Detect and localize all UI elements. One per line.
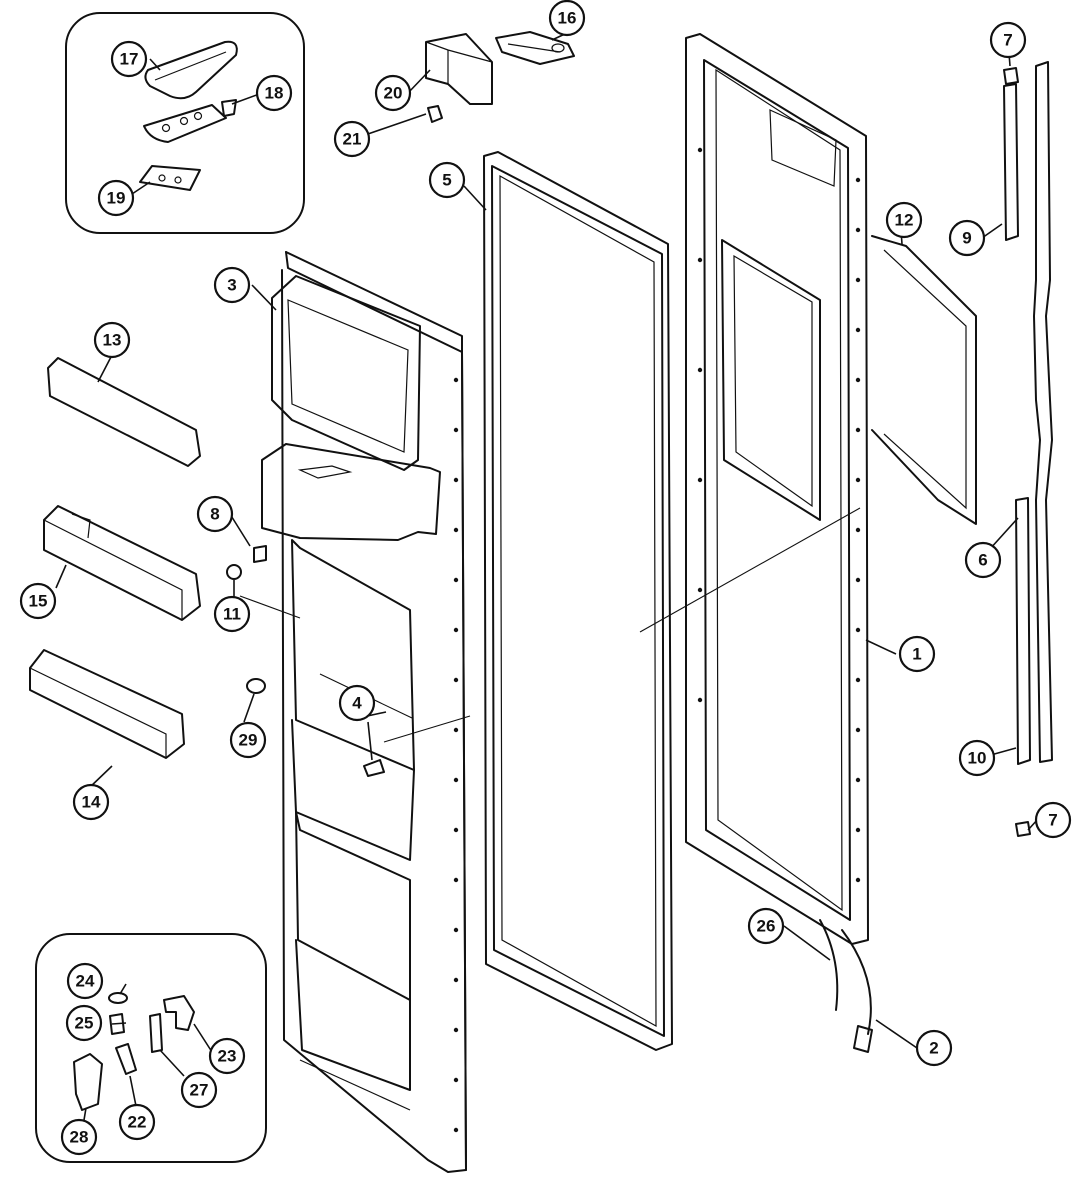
- top-hinge-parts: [425, 31, 575, 123]
- callout-label: 25: [75, 1014, 94, 1033]
- callout-label: 22: [128, 1113, 147, 1132]
- callout-18: 18: [255, 74, 293, 112]
- callout-label: 26: [757, 917, 776, 936]
- callout-label: 5: [442, 171, 451, 190]
- callout-label: 3: [227, 276, 236, 295]
- callout-label: 11: [223, 605, 241, 624]
- callout-26: 26: [747, 907, 785, 945]
- callout-28: 28: [60, 1118, 98, 1156]
- callout-27: 27: [180, 1071, 218, 1109]
- callout-label: 9: [962, 229, 971, 248]
- callout-label: 13: [103, 331, 122, 350]
- callout-label: 15: [29, 592, 48, 611]
- hinge-cover-part: [144, 40, 238, 100]
- callout-2: 2: [915, 1029, 953, 1067]
- callout-24: 24: [66, 962, 104, 1000]
- callout-label: 19: [107, 189, 126, 208]
- callout-29: 29: [229, 721, 267, 759]
- upper-hinge-inset: [65, 12, 305, 234]
- callout-label: 20: [384, 84, 403, 103]
- hinge-shim-part: [139, 165, 201, 191]
- callout-21: 21: [333, 120, 371, 158]
- callout-label: 14: [82, 793, 101, 812]
- callout-14: 14: [72, 783, 110, 821]
- door-liner-part: [261, 251, 467, 1173]
- callout-10: 10: [958, 739, 996, 777]
- callout-16: 16: [548, 0, 586, 37]
- callout-label: 16: [558, 9, 577, 28]
- callout-11: 11: [213, 595, 251, 633]
- callout-label: 1: [912, 645, 921, 664]
- leader-lines: [55, 32, 1039, 1121]
- callout-1: 1: [898, 635, 936, 673]
- callout-13: 13: [93, 321, 131, 359]
- callout-9: 9: [948, 219, 986, 257]
- callout-label: 6: [978, 551, 987, 570]
- upper-hinge-plate-part: [143, 99, 237, 143]
- callout-label: 17: [120, 50, 139, 69]
- callout-7-bottom: 7: [1034, 801, 1072, 839]
- callout-label: 21: [343, 130, 362, 149]
- callout-label: 27: [190, 1081, 209, 1100]
- callout-label: 10: [968, 749, 987, 768]
- fastener-parts: [226, 545, 385, 777]
- callout-17: 17: [110, 40, 148, 78]
- callout-4: 4: [338, 684, 376, 722]
- callout-label: 28: [70, 1128, 89, 1147]
- callout-8: 8: [196, 495, 234, 533]
- callout-label: 7: [1003, 31, 1012, 50]
- callout-19: 19: [97, 179, 135, 217]
- callout-22: 22: [118, 1103, 156, 1141]
- lower-hinge-inset: [35, 933, 267, 1163]
- door-gasket-part: [483, 151, 673, 1051]
- callout-25: 25: [65, 1004, 103, 1042]
- callout-label: 7: [1048, 811, 1057, 830]
- callout-23: 23: [208, 1037, 246, 1075]
- callout-label: 8: [210, 505, 219, 524]
- door-handle-trim-parts: [1003, 61, 1053, 837]
- callout-5: 5: [428, 161, 466, 199]
- dispenser-panel-part: [871, 235, 977, 525]
- callout-label: 12: [895, 211, 914, 230]
- callout-label: 24: [76, 972, 95, 991]
- door-wiring-part: [819, 919, 873, 1053]
- callout-12: 12: [885, 201, 923, 239]
- callout-label: 4: [352, 694, 362, 713]
- callout-label: 29: [239, 731, 258, 750]
- door-shelf-bins: [29, 357, 201, 759]
- callout-label: 2: [929, 1039, 938, 1058]
- outer-door-frame-part: [685, 33, 869, 945]
- callout-20: 20: [374, 74, 412, 112]
- callout-3: 3: [213, 266, 251, 304]
- callout-6: 6: [964, 541, 1002, 579]
- callout-15: 15: [19, 582, 57, 620]
- callout-7-top: 7: [989, 21, 1027, 59]
- callout-label: 23: [218, 1047, 237, 1066]
- callout-label: 18: [265, 84, 284, 103]
